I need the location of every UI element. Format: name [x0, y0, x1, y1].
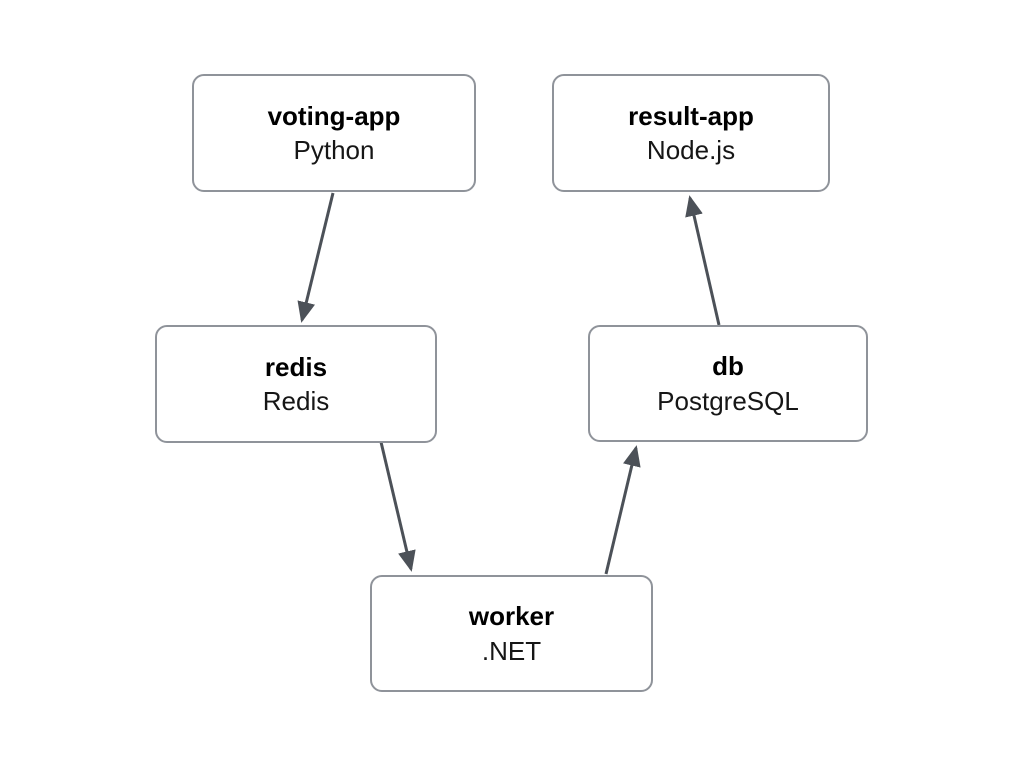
- node-subtitle: Node.js: [646, 135, 736, 165]
- node-title: db: [712, 351, 744, 382]
- node-title: worker: [468, 601, 555, 632]
- edge-worker-to-db: [604, 445, 641, 575]
- node-title: voting-app: [267, 100, 401, 131]
- edge-voting-app-to-redis: [297, 192, 335, 323]
- edge-db-to-result-app: [685, 195, 721, 326]
- node-subtitle: Redis: [262, 386, 330, 416]
- node-subtitle: PostgreSQL: [657, 385, 799, 416]
- node-worker: worker.NET: [370, 575, 653, 692]
- node-subtitle: .NET: [481, 635, 542, 666]
- node-subtitle: Python: [293, 135, 375, 165]
- edge-redis-to-worker: [379, 441, 416, 572]
- node-title: result-app: [628, 100, 754, 131]
- node-title: redis: [264, 351, 328, 382]
